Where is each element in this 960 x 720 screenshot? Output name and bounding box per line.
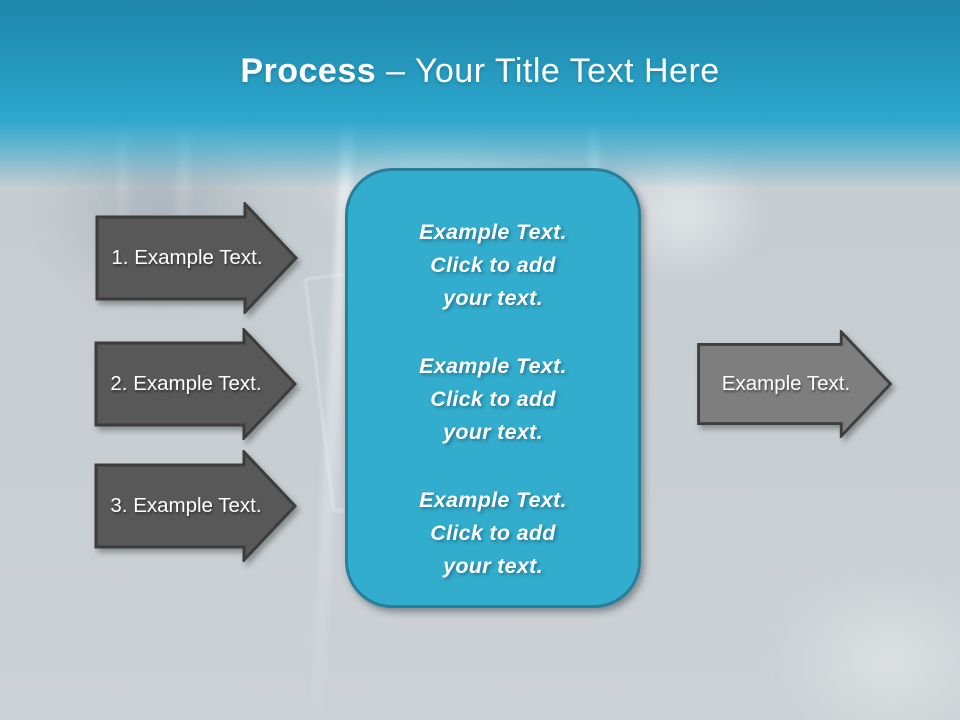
- arrow-right-shape: [95, 202, 299, 314]
- header-band: [0, 0, 960, 200]
- arrow-label: 2. Example Text.: [110, 372, 262, 395]
- placeholder-line: your text.: [443, 554, 543, 578]
- process-step-arrow-1[interactable]: 1. Example Text.: [95, 202, 299, 314]
- placeholder-paragraph[interactable]: Example Text. Click to add your text.: [419, 216, 567, 315]
- process-step-arrow-3[interactable]: 3. Example Text.: [94, 450, 298, 562]
- placeholder-line: Example Text.: [419, 220, 567, 244]
- background-highlight: [760, 560, 960, 720]
- placeholder-line: Click to add: [430, 521, 556, 545]
- arrow-label: 1. Example Text.: [111, 246, 263, 269]
- arrow-right-shape: [94, 450, 298, 562]
- slide-title-rest: – Your Title Text Here: [376, 52, 720, 90]
- placeholder-line: your text.: [443, 420, 543, 444]
- slide-title-bold: Process: [240, 52, 377, 90]
- placeholder-paragraph[interactable]: Example Text. Click to add your text.: [419, 484, 567, 583]
- arrow-right-shape: [697, 330, 893, 438]
- background-streak: [118, 122, 127, 282]
- process-step-arrow-2[interactable]: 2. Example Text.: [94, 328, 298, 440]
- arrow-label: 3. Example Text.: [110, 494, 262, 517]
- placeholder-line: Example Text.: [419, 354, 567, 378]
- arrow-label: Example Text.: [721, 372, 851, 395]
- process-output-arrow[interactable]: Example Text.: [694, 330, 896, 438]
- placeholder-line: Click to add: [430, 253, 556, 277]
- arrow-right-shape: [94, 328, 298, 440]
- placeholder-line: Click to add: [430, 387, 556, 411]
- placeholder-line: your text.: [443, 286, 543, 310]
- placeholder-paragraph[interactable]: Example Text. Click to add your text.: [419, 350, 567, 449]
- slide-title[interactable]: Process – Your Title Text Here: [0, 52, 960, 91]
- placeholder-line: Example Text.: [419, 488, 567, 512]
- process-center-text-box[interactable]: Example Text. Click to add your text. Ex…: [345, 168, 641, 608]
